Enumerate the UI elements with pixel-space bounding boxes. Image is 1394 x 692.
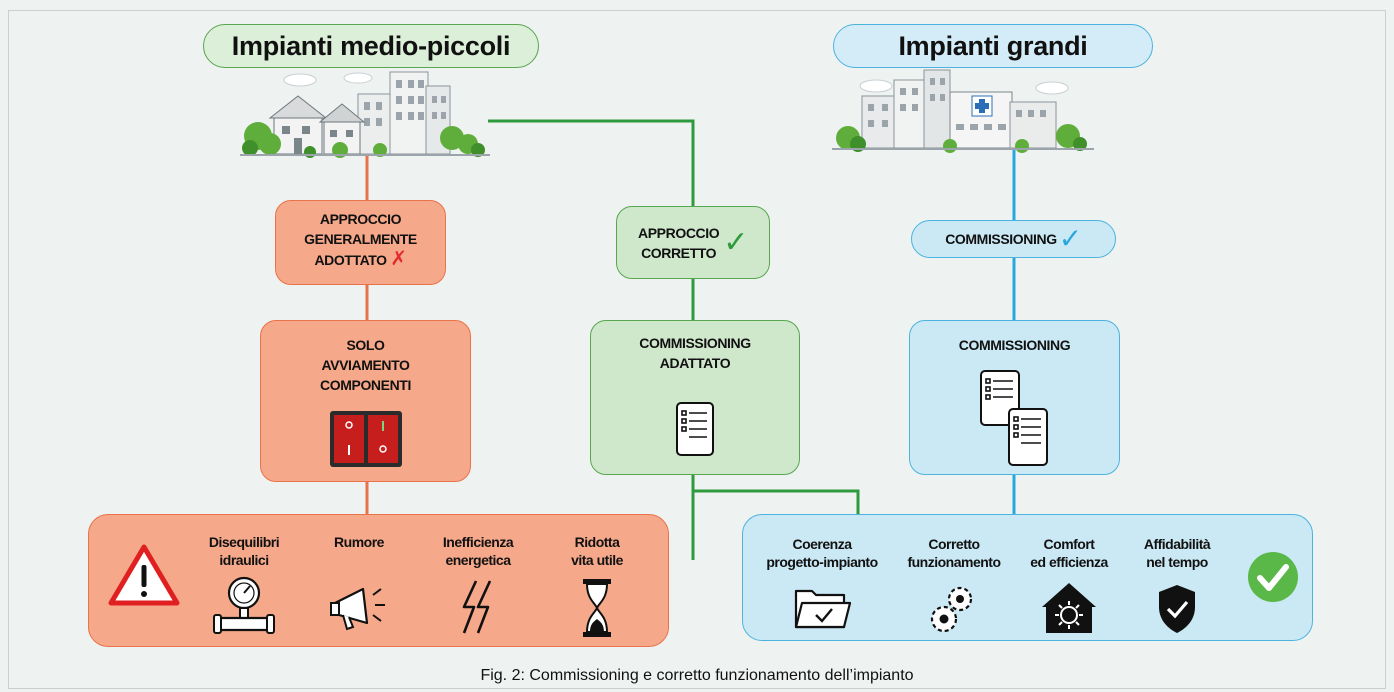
outcome-label-1b: idraulici: [219, 552, 269, 568]
outcome-energy-inefficiency: Inefficienza energetica: [423, 533, 533, 637]
outcome-label-2a: Rumore: [334, 534, 384, 550]
benefit-label-4b: nel tempo: [1146, 554, 1208, 570]
adapted-commissioning-box: COMMISSIONING ADATTATO: [590, 320, 800, 475]
components-startup-only-box: SOLO AVVIAMENTO COMPONENTI: [260, 320, 471, 482]
outcome-long-term-reliability: Affidabilità nel tempo: [1121, 535, 1233, 635]
correct-approach-text: APPROCCIO CORRETTO: [638, 223, 720, 263]
commissioning-approach-label: COMMISSIONING: [945, 231, 1057, 247]
benefit-label-1a: Coerenza: [792, 536, 852, 552]
process-line-1: SOLO: [346, 337, 385, 353]
folder-check-icon: [794, 589, 852, 629]
approach-line-2: GENERALMENTE: [304, 231, 417, 247]
process-line-3: COMPONENTI: [320, 377, 411, 393]
outcome-reduced-lifetime: Ridotta vita utile: [551, 533, 643, 639]
shield-check-icon: [1159, 585, 1195, 633]
title-large-plants: Impianti grandi: [833, 24, 1153, 68]
figure-caption: Fig. 2: Commissioning e corretto funzion…: [480, 667, 914, 684]
lightning-icon: [462, 580, 492, 634]
megaphone-icon: [330, 587, 385, 631]
checklist-documents-icon: [979, 370, 1048, 466]
warning-triangle-icon: [108, 544, 180, 606]
negative-outcomes-panel: Disequilibri idraulici Rumore Inefficien…: [88, 514, 669, 647]
benefit-label-1b: progetto-impianto: [766, 554, 878, 570]
commissioning-box: COMMISSIONING: [909, 320, 1120, 475]
outcome-correct-operation: Corretto funzionamento: [901, 535, 1007, 635]
power-switch-icon: [329, 411, 402, 467]
approach-commonly-adopted-box: APPROCCIO GENERALMENTE ADOTTATO ✗: [275, 200, 446, 285]
hospital-city-illustration: [832, 69, 1094, 153]
positive-outcomes-panel: Coerenza progetto-impianto Corretto funz…: [742, 514, 1313, 641]
correct-approach-line-2: CORRETTO: [641, 244, 717, 261]
title-small-medium-plants: Impianti medio-piccoli: [203, 24, 539, 68]
title-small-medium-plants-text: Impianti medio-piccoli: [231, 30, 511, 61]
outcome-label-4b: vita utile: [571, 552, 623, 568]
pressure-gauge-icon: [213, 576, 275, 634]
check-mark-icon: ✓: [723, 225, 748, 259]
checklist-document-icon: [676, 402, 714, 456]
approach-line-1: APPROCCIO: [319, 211, 402, 227]
gears-icon: [930, 586, 973, 633]
outcome-comfort-efficiency: Comfort ed efficienza: [1015, 535, 1123, 635]
approach-line-3: ADOTTATO: [314, 252, 387, 268]
outcome-label-1a: Disequilibri: [208, 534, 280, 550]
outcome-noise: Rumore: [319, 533, 399, 637]
correct-approach-line-1: APPROCCIO: [638, 224, 720, 241]
approach-line-3-wrap: ADOTTATO ✗: [314, 248, 407, 270]
big-check-circle-icon: [1248, 552, 1298, 602]
house-climate-icon: [1042, 583, 1096, 633]
blue-check-mark-icon: ✓: [1058, 223, 1082, 254]
benefit-label-3a: Comfort: [1043, 536, 1095, 552]
cross-mark-icon: ✗: [390, 248, 407, 270]
title-large-plants-text: Impianti grandi: [898, 30, 1088, 61]
process-line-2: AVVIAMENTO: [321, 357, 410, 373]
commissioning-approach-pill: COMMISSIONING ✓: [911, 220, 1116, 258]
benefit-label-2b: funzionamento: [907, 554, 1001, 570]
commissioning-box-label: COMMISSIONING: [958, 337, 1071, 353]
outcome-label-3b: energetica: [445, 552, 511, 568]
outcome-label-2b: [319, 551, 399, 569]
outcome-label-4a: Ridotta: [574, 534, 620, 550]
adapted-commissioning-line-1: COMMISSIONING: [639, 335, 751, 351]
outcome-design-consistency: Coerenza progetto-impianto: [747, 535, 897, 633]
hourglass-icon: [583, 579, 611, 637]
outcome-hydraulic-imbalance: Disequilibri idraulici: [189, 533, 299, 637]
benefit-label-2a: Corretto: [928, 536, 980, 552]
adapted-commissioning-line-2: ADATTATO: [659, 355, 731, 371]
benefit-label-4a: Affidabilità: [1143, 536, 1211, 552]
outcome-label-3a: Inefficienza: [442, 534, 514, 550]
correct-approach-box: APPROCCIO CORRETTO ✓: [616, 206, 770, 279]
benefit-label-3b: ed efficienza: [1030, 554, 1108, 570]
residential-city-illustration: [240, 71, 490, 158]
